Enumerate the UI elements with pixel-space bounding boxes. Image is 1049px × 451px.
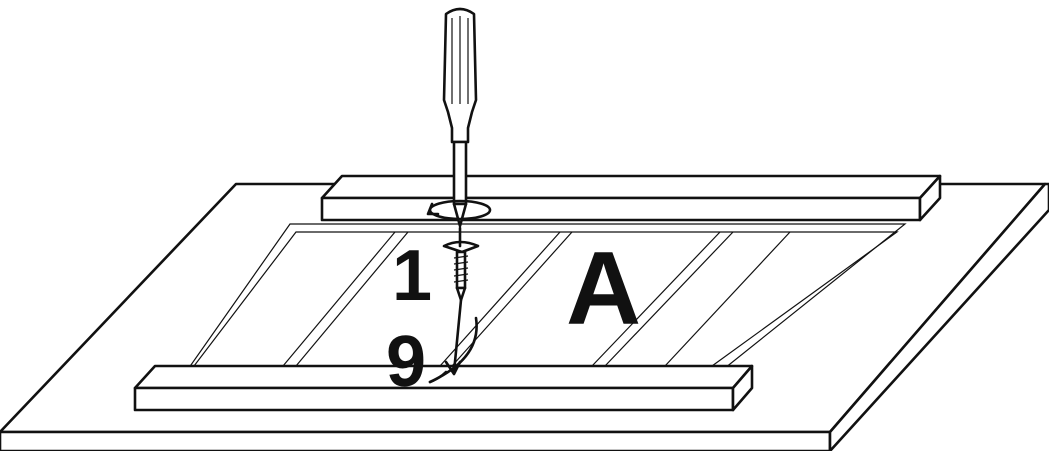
screwdriver-icon: [442, 7, 478, 228]
top-rail: [320, 174, 942, 222]
inner-frame: [184, 223, 907, 373]
rotate-arrow-icon: [426, 199, 492, 221]
direction-arrow: [428, 298, 478, 384]
screw-icon: [442, 226, 480, 302]
bottom-rail: [133, 364, 754, 412]
part-letter-label: A: [566, 231, 641, 347]
screw-reference-label: 9: [386, 322, 426, 402]
screw-quantity-label: 1: [392, 236, 432, 316]
